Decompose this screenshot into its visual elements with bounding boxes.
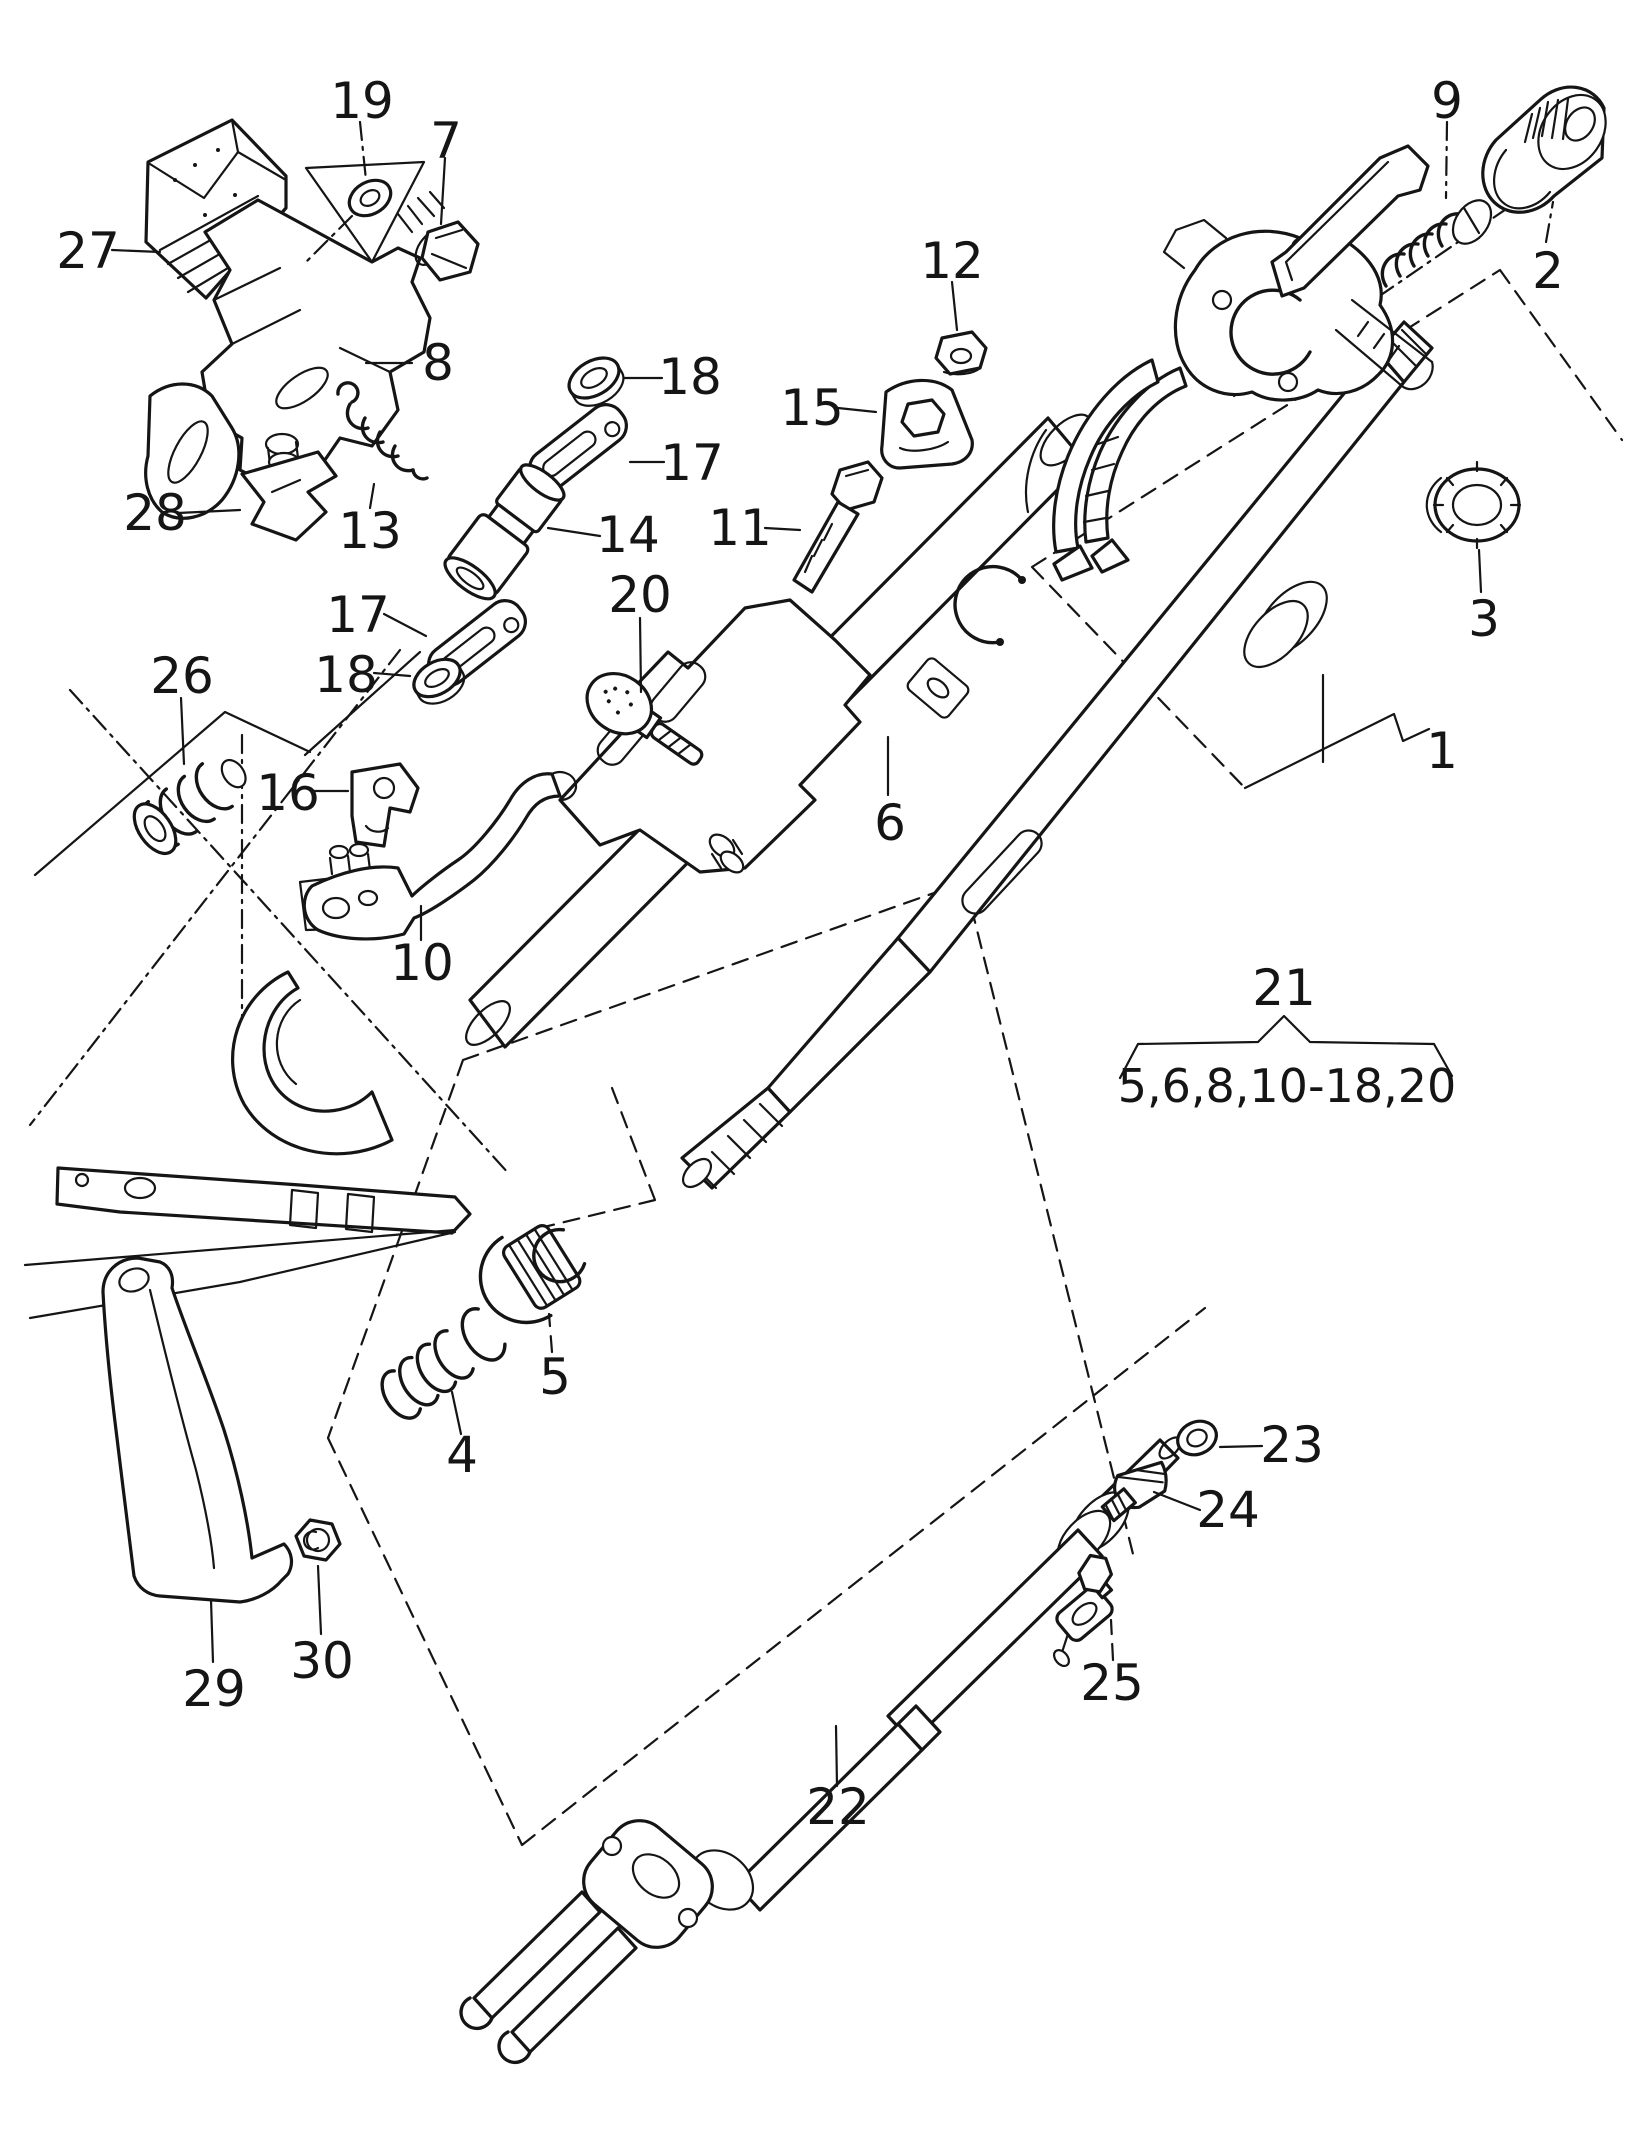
part-label-2: 2 [1532, 242, 1564, 300]
bearing-3 [1425, 460, 1522, 550]
part-label-20: 20 [608, 566, 672, 624]
part-label-22: 22 [806, 1778, 870, 1836]
part-label-6: 6 [874, 794, 906, 852]
part-labels: 19 7 27 8 28 13 18 17 14 12 15 11 9 2 3 … [56, 72, 1564, 1836]
part-label-1: 1 [1426, 722, 1458, 780]
part-label-8: 8 [422, 334, 454, 392]
body-structure [23, 648, 512, 1320]
spring-4 [380, 1307, 507, 1420]
part-label-24: 24 [1196, 1481, 1260, 1539]
part-label-12: 12 [920, 232, 984, 290]
part-label-11: 11 [708, 499, 772, 557]
group-label-items: 5,6,8,10-18,20 [1118, 1059, 1457, 1113]
bearing-5 [478, 1224, 587, 1325]
leader-lines [110, 120, 1555, 1788]
part-label-13: 13 [338, 502, 402, 560]
part-label-18b: 18 [314, 646, 378, 704]
release-lever-10 [302, 771, 578, 941]
part-label-5: 5 [539, 1348, 571, 1406]
assembly-box-upper [1030, 268, 1624, 790]
circlip [953, 564, 1026, 646]
bushing-18-lower [412, 657, 466, 705]
damper-pad-27 [144, 118, 288, 300]
part-label-15: 15 [780, 379, 844, 437]
part-label-10: 10 [390, 934, 454, 992]
nut-12 [934, 330, 988, 376]
bolt-11 [792, 460, 884, 594]
spring-13 [336, 381, 429, 481]
part-label-9: 9 [1431, 72, 1463, 130]
spring-9 [1380, 199, 1493, 288]
clamp-25 [1053, 1553, 1114, 1668]
knob-bolt-20 [585, 671, 704, 766]
part-label-30: 30 [290, 1632, 354, 1690]
lock-cylinder-2 [1481, 85, 1607, 214]
part-label-17b: 17 [326, 586, 390, 644]
retainer-plate-28 [240, 450, 338, 542]
nut-30 [294, 1518, 342, 1562]
bracket-15 [880, 378, 974, 470]
part-label-18a: 18 [658, 348, 722, 406]
bushing-18-upper [567, 356, 625, 407]
part-label-27: 27 [56, 222, 120, 280]
part-label-19: 19 [330, 72, 394, 130]
part-label-16: 16 [256, 764, 320, 822]
group-label-21: 21 [1252, 959, 1316, 1017]
washer-23 [1176, 1419, 1218, 1457]
part-label-4: 4 [446, 1426, 478, 1484]
part-label-23: 23 [1260, 1416, 1324, 1474]
part-label-14: 14 [596, 506, 660, 564]
assembly-box-lower [326, 880, 1207, 1847]
bracket-16 [350, 762, 420, 848]
part-label-17a: 17 [660, 434, 724, 492]
part-label-28: 28 [123, 484, 187, 542]
part-label-26: 26 [150, 647, 214, 705]
cone-bolt-24 [1100, 1460, 1168, 1523]
part-label-25: 25 [1080, 1654, 1144, 1712]
grommet-26 [132, 758, 247, 855]
upper-steering-shaft [680, 320, 1434, 1190]
bolt-7 [396, 190, 480, 282]
part-label-29: 29 [182, 1660, 246, 1718]
trim-cover-29 [101, 1256, 294, 1604]
washer-19 [304, 178, 393, 264]
part-label-3: 3 [1468, 590, 1500, 648]
lower-steering-shaft [459, 1436, 1182, 2065]
damper-14 [443, 463, 566, 601]
part-label-7: 7 [430, 112, 462, 170]
